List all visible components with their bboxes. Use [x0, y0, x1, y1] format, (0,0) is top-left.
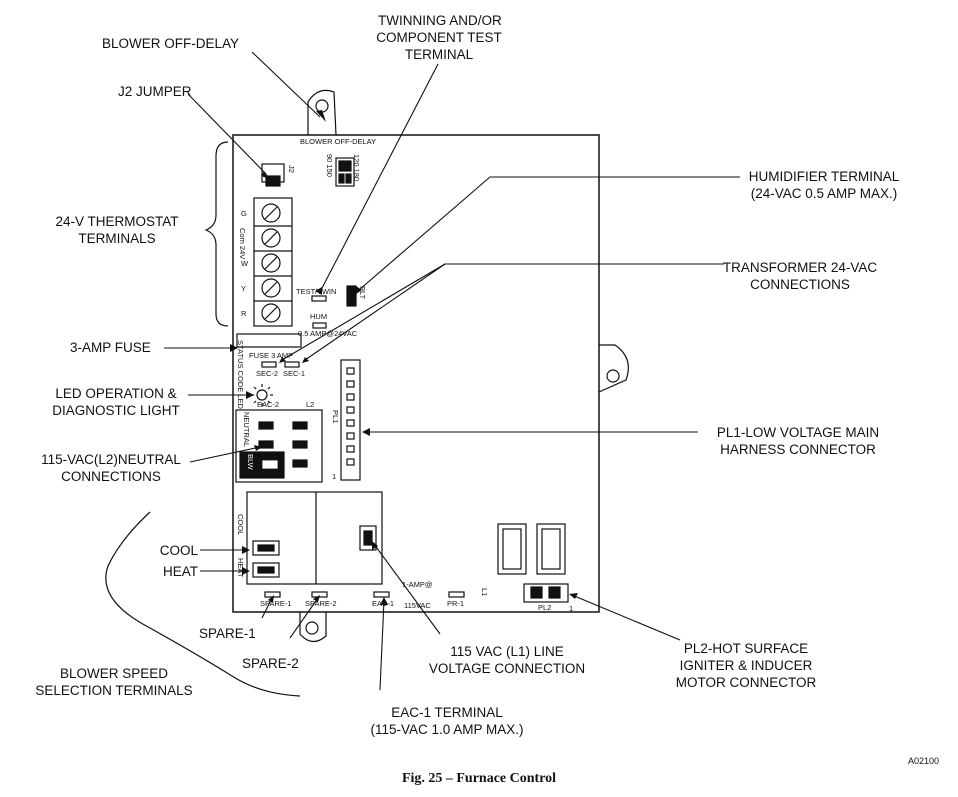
cool-callout: COOL	[159, 543, 198, 558]
figure-caption: Fig. 25 – Furnace Control	[401, 771, 557, 786]
board-r: R	[241, 309, 247, 318]
igniter-relay-left	[497, 523, 527, 575]
board-sec-2: SEC-2	[256, 369, 279, 378]
board-com-24v: Com 24V	[238, 228, 247, 260]
board-status-code-led: STATUS CODE LED	[236, 340, 245, 409]
blower-off-delay-callout: BLOWER OFF-DELAY	[102, 36, 240, 51]
spare-2-callout: SPARE-2	[242, 656, 299, 671]
board-heat: HEAT	[236, 558, 245, 578]
figure-code: A02100	[908, 756, 940, 766]
sec-1-pad	[284, 361, 300, 368]
board-blower-off-delay: BLOWER OFF-DELAY	[300, 137, 377, 146]
spare-2-pad	[311, 591, 328, 598]
board-delay-120-180: 120 180	[352, 154, 361, 182]
led-callout-line1: LED OPERATION &	[55, 386, 177, 401]
leader-lines	[164, 51, 740, 691]
thermostat-terminal-block	[253, 197, 293, 327]
test-twin-pad	[311, 295, 327, 302]
board-cool: COOL	[236, 514, 245, 536]
bottom-mounting-hole	[305, 621, 319, 635]
pr-1-pad	[448, 591, 465, 598]
led-callout-line2: DIAGNOSTIC LIGHT	[52, 403, 180, 418]
board-blw: BLW	[246, 454, 255, 470]
board-w: W	[241, 259, 249, 268]
board-y: Y	[241, 284, 247, 293]
screw-g	[261, 203, 281, 223]
board-spare-1: SPARE-1	[260, 599, 292, 608]
board-g: G	[241, 209, 247, 218]
screw-w	[261, 253, 281, 273]
board-sec-1: SEC-1	[283, 369, 306, 378]
board-hum: HUM	[310, 312, 328, 321]
pl1-callout-line2: HARNESS CONNECTOR	[720, 442, 876, 457]
board-pr-1: PR-1	[447, 599, 465, 608]
board-l1: L1	[480, 588, 489, 597]
board-one-amp: 1-AMP@	[402, 580, 433, 589]
plt-pad	[346, 285, 357, 307]
blower-selection-callout-line2: SELECTION TERMINALS	[35, 683, 193, 698]
humidifier-callout-line1: HUMIDIFIER TERMINAL	[748, 169, 900, 184]
twinning-callout-line2: COMPONENT TEST	[376, 30, 502, 45]
board-spare-2: SPARE-2	[305, 599, 337, 608]
board-eac-2: EAC-2	[257, 400, 280, 409]
status-led	[256, 389, 268, 401]
eac-1-callout-line1: EAC-1 TERMINAL	[391, 705, 503, 720]
humidifier-callout-line2: (24-VAC 0.5 AMP MAX.)	[750, 186, 898, 201]
screw-r	[261, 303, 281, 323]
board-pl1: PL1	[331, 410, 340, 424]
j2-jumper-callout: J2 JUMPER	[118, 84, 192, 99]
right-mounting-tab	[598, 344, 629, 393]
hum-pad	[312, 322, 327, 329]
thermostat-callout-line1: 24-V THERMOSTAT	[55, 214, 179, 229]
board-l2: L2	[306, 400, 315, 409]
blower-selection-callout-line1: BLOWER SPEED	[59, 666, 169, 681]
igniter-relay-right	[536, 523, 566, 575]
transformer-callout-line2: CONNECTIONS	[750, 277, 850, 292]
pl2-callout-line2: IGNITER & INDUCER	[679, 658, 813, 673]
three-amp-fuse	[236, 333, 302, 348]
sec-2-pad	[261, 361, 277, 368]
board-neutral: NEUTRAL	[242, 412, 251, 448]
board-115vac: 115VAC	[404, 601, 431, 610]
twinning-callout-line1: TWINNING AND/OR	[378, 13, 502, 28]
pl1-callout-line1: PL1-LOW VOLTAGE MAIN	[716, 425, 880, 440]
board-plt: PLT	[358, 286, 367, 300]
neutral-callout-line1: 115-VAC(L2)NEUTRAL	[41, 452, 181, 467]
blower-selection-outline	[105, 511, 301, 697]
eac-1-pad	[373, 591, 390, 598]
heat-callout: HEAT	[162, 564, 198, 579]
board-pl1-pin: 1	[332, 472, 337, 481]
board-pl2-pin: 1	[569, 604, 574, 613]
thermostat-brace	[204, 141, 229, 327]
bottom-mounting-tab	[299, 612, 327, 643]
board-fuse-3amp: FUSE 3 AMP	[249, 351, 294, 360]
screw-y	[261, 278, 281, 298]
arrowheads	[230, 110, 578, 605]
board-delay-90-150: 90 150	[325, 154, 334, 177]
board-j2: J2	[287, 165, 296, 173]
board-pl2: PL2	[538, 603, 552, 612]
right-mounting-hole	[606, 369, 620, 383]
neutral-callout-line2: CONNECTIONS	[61, 469, 161, 484]
eac-1-callout-line2: (115-VAC 1.0 AMP MAX.)	[370, 722, 524, 737]
line-voltage-callout-line2: VOLTAGE CONNECTION	[428, 661, 586, 676]
pl2-callout-line1: PL2-HOT SURFACE	[683, 641, 809, 656]
thermostat-callout-line2: TERMINALS	[78, 231, 156, 246]
line-voltage-callout-line1: 115 VAC (L1) LINE	[450, 644, 564, 659]
fuse-callout: 3-AMP FUSE	[70, 340, 151, 355]
board-eac-1: EAC-1	[372, 599, 395, 608]
board-hum-rating: 0.5 AMP@24VAC	[298, 329, 358, 338]
spare-1-callout: SPARE-1	[199, 626, 256, 641]
thermostat-screws	[261, 203, 281, 323]
transformer-callout-line1: TRANSFORMER 24-VAC	[722, 260, 878, 275]
board-test-twin: TEST/TWIN	[296, 287, 337, 296]
pl2-callout-line3: MOTOR CONNECTOR	[675, 675, 817, 690]
twinning-callout-line3: TERMINAL	[404, 47, 474, 62]
screw-com	[261, 228, 281, 248]
